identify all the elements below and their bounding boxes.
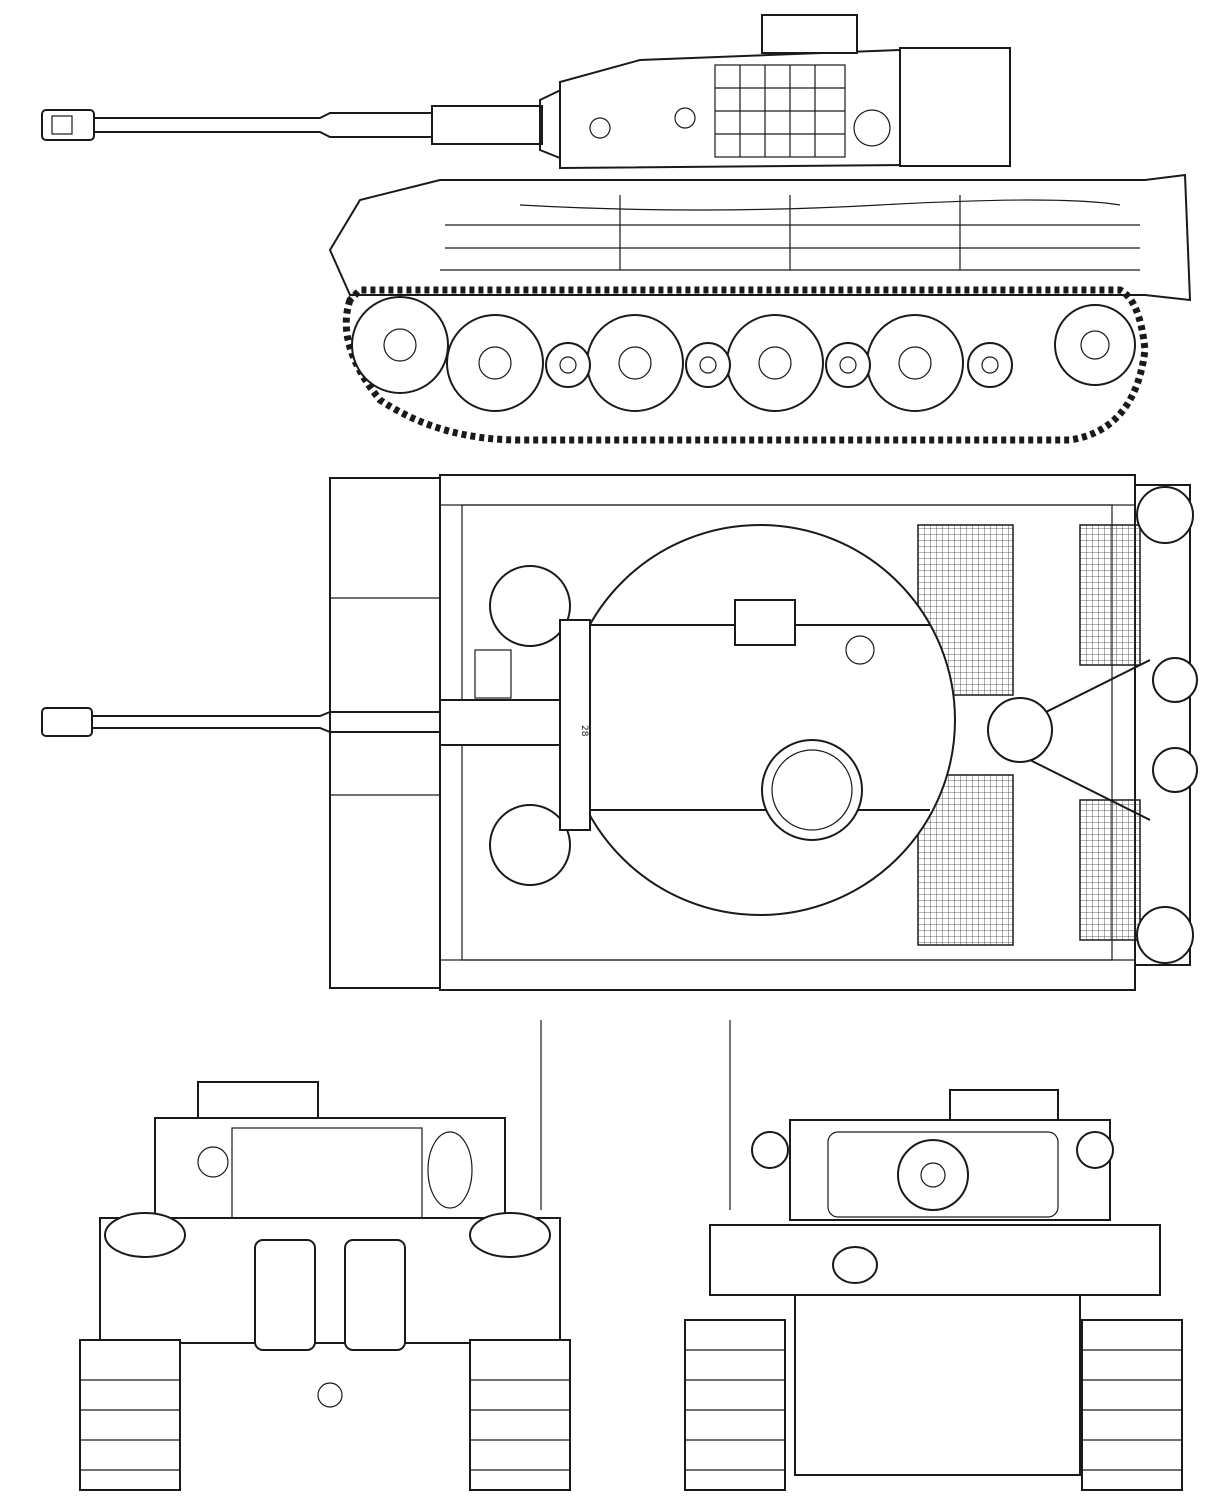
exhaust-right (344, 1239, 406, 1351)
gun-barrel-top (41, 619, 591, 831)
rear-view (79, 1020, 571, 1491)
gun-barrel (41, 86, 566, 162)
running-gear (342, 286, 1149, 444)
top-view: 28 (41, 474, 1198, 991)
road-wheels (446, 314, 1013, 412)
idler-wheel (1054, 304, 1136, 386)
turret-rear (154, 1117, 506, 1219)
front-view (684, 1020, 1183, 1491)
radio-operator-hatch (489, 804, 571, 886)
turret-number: 28 (579, 725, 589, 737)
gun-mantlet (827, 1131, 1059, 1218)
track-links-spare (714, 64, 846, 158)
track-left (79, 1339, 181, 1491)
track-left (684, 1319, 786, 1491)
hull-front (709, 1224, 1161, 1296)
drive-sprocket (351, 296, 449, 394)
track-right (1081, 1319, 1183, 1491)
turret (559, 14, 1011, 170)
side-view (41, 14, 1192, 444)
turret-roof (564, 524, 956, 916)
track-right (469, 1339, 571, 1491)
driver-hatch (489, 565, 571, 647)
commander-cupola (761, 739, 863, 841)
exhaust-left (254, 1239, 316, 1351)
loader-hatch (734, 599, 796, 646)
hull (328, 173, 1192, 302)
